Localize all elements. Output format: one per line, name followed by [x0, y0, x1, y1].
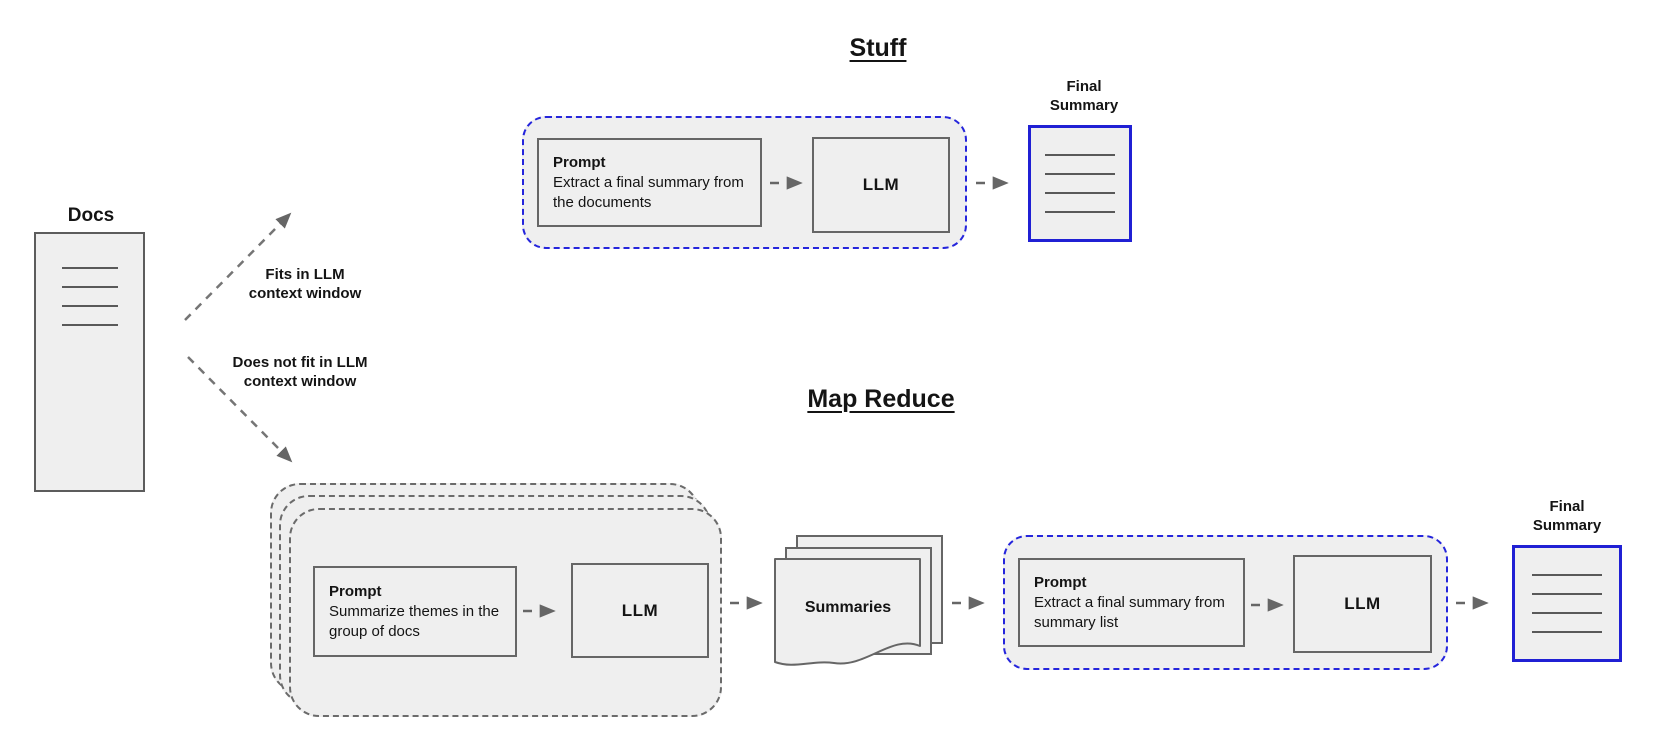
reduce-prompt-node: Prompt Extract a final summary from summ… — [1018, 558, 1245, 647]
doc-text-line — [1045, 211, 1115, 213]
map-reduce-final-summary-label: Final Summary — [1532, 498, 1602, 534]
doc-text-line — [61, 286, 118, 288]
stuff-prompt-node: Prompt Extract a final summary from the … — [537, 138, 762, 227]
reduce-prompt-body: Extract a final summary from summary lis… — [1034, 593, 1225, 631]
doc-text-line — [1045, 192, 1115, 194]
reduce-llm-node: LLM — [1293, 555, 1432, 653]
doc-text-line — [1532, 612, 1602, 614]
doc-text-line — [1045, 154, 1115, 156]
summaries-label: Summaries — [804, 599, 892, 616]
summaries-doc-back — [796, 535, 943, 644]
map-reduce-final-summary-document — [1512, 545, 1622, 662]
map-reduce-section-title: Map Reduce — [807, 385, 955, 413]
doc-text-line — [1045, 173, 1115, 175]
map-llm-node: LLM — [571, 563, 709, 658]
stuff-prompt-title: Prompt — [553, 153, 606, 171]
doc-text-line — [61, 305, 118, 307]
doc-text-line — [61, 267, 118, 269]
stuff-final-summary-document — [1028, 125, 1132, 242]
reduce-prompt-title: Prompt — [1034, 573, 1087, 591]
stuff-llm-node: LLM — [812, 137, 950, 233]
doc-text-line — [61, 324, 118, 326]
docs-document-shape — [34, 232, 145, 492]
map-prompt-node: Prompt Summarize themes in the group of … — [313, 566, 517, 657]
map-prompt-body: Summarize themes in the group of docs — [329, 602, 500, 640]
doc-text-line — [1532, 593, 1602, 595]
stuff-prompt-body: Extract a final summary from the documen… — [553, 173, 744, 211]
docs-label: Docs — [67, 205, 115, 226]
doc-text-line — [1532, 574, 1602, 576]
stuff-section-title: Stuff — [849, 34, 907, 62]
map-prompt-title: Prompt — [329, 582, 382, 600]
fits-branch-label: Fits in LLM context window — [248, 266, 362, 302]
stuff-final-summary-label: Final Summary — [1049, 78, 1119, 114]
does-not-fit-branch-label: Does not fit in LLM context window — [232, 354, 368, 390]
doc-text-line — [1532, 631, 1602, 633]
